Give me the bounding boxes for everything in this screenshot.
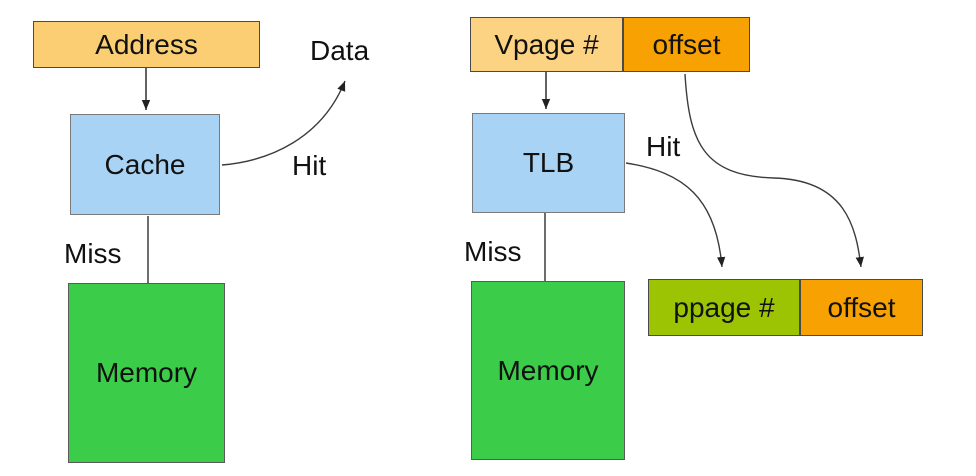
offset-to-offset-curve <box>684 73 864 268</box>
ppage-number-box: ppage # <box>648 279 800 336</box>
cache-box: Cache <box>70 114 220 215</box>
hit-label-right: Hit <box>646 131 681 162</box>
tlb-to-ppage-hit-curve <box>625 162 726 268</box>
offset-top-box: offset <box>623 17 750 72</box>
tlb-box: TLB <box>472 113 625 213</box>
data-label: Data <box>310 35 370 66</box>
vpage-number-box: Vpage # <box>470 17 623 72</box>
offset-bottom-box: offset <box>800 279 923 336</box>
memory-box-left: Memory <box>68 283 225 463</box>
memory-box-right: Memory <box>471 281 625 460</box>
cache-to-data-hit-curve <box>221 80 346 166</box>
miss-label-left: Miss <box>64 238 122 269</box>
address-box: Address <box>33 21 260 68</box>
hit-label-left: Hit <box>292 150 327 181</box>
miss-label-right: Miss <box>464 236 522 267</box>
